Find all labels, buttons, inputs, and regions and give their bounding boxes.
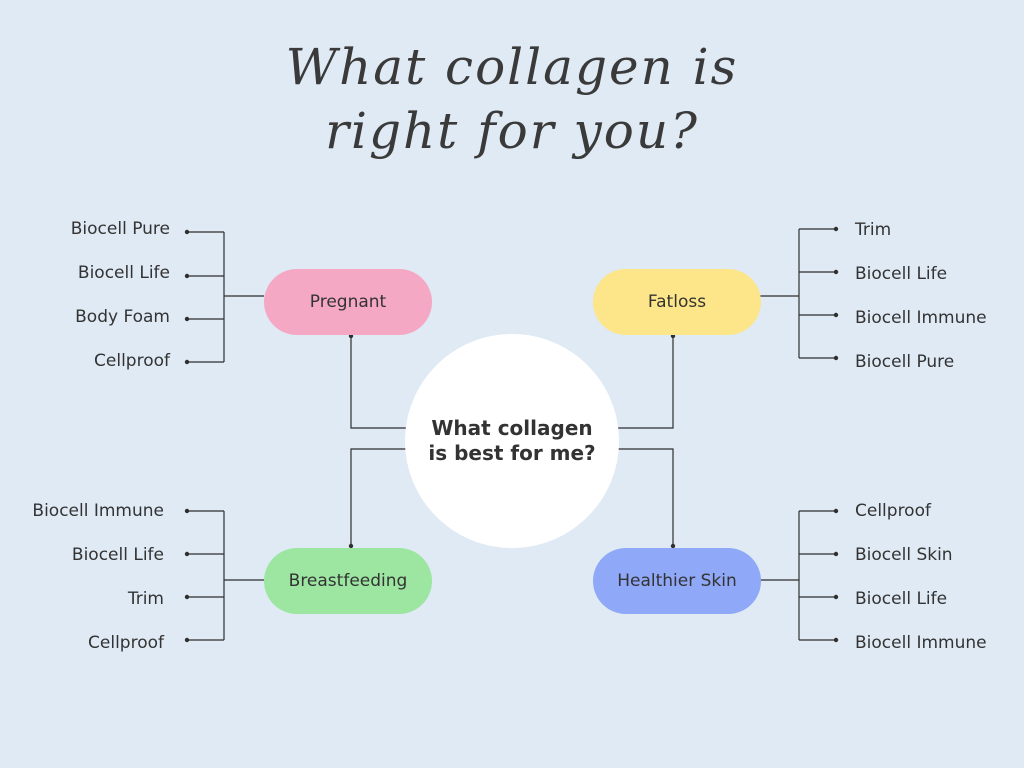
branch-label: Fatloss xyxy=(647,292,707,312)
page-title-line-1: What collagen is xyxy=(285,38,739,96)
leaf-item: Cellproof xyxy=(94,351,170,371)
leaf-item: Biocell Life xyxy=(855,264,948,284)
leaf-item: Biocell Life xyxy=(71,545,164,565)
branch-fatloss: Fatloss xyxy=(593,269,761,335)
connector-dot xyxy=(670,543,676,549)
connector-dot xyxy=(184,551,190,557)
connector-dot xyxy=(348,543,354,549)
connector-dot xyxy=(184,508,190,514)
leaf-item: Biocell Pure xyxy=(855,352,955,372)
connector-dot xyxy=(833,355,839,361)
page-title-line-2: right for you? xyxy=(325,102,699,160)
branch-pregnant: Pregnant xyxy=(264,269,432,335)
leaf-item: Biocell Immune xyxy=(855,633,987,653)
connector-dot xyxy=(833,269,839,275)
central-question-line-1: What collagen xyxy=(431,416,593,440)
branch-healthier-skin: Healthier Skin xyxy=(593,548,761,614)
connector-dot xyxy=(184,594,190,600)
connector-center-healthier-skin xyxy=(617,448,674,546)
leaf-item: Trim xyxy=(127,589,164,609)
leaf-item: Biocell Life xyxy=(855,589,948,609)
branch-breastfeeding: Breastfeeding xyxy=(264,548,432,614)
connector-dot xyxy=(184,229,190,235)
central-question-line-2: is best for me? xyxy=(428,441,596,465)
central-question: What collagen is best for me? xyxy=(405,334,619,548)
connector-dot xyxy=(184,273,190,279)
connector-dot xyxy=(833,508,839,514)
leaf-item: Biocell Immune xyxy=(855,308,987,328)
connector-dot xyxy=(833,226,839,232)
leaf-item: Biocell Skin xyxy=(855,545,953,565)
connector-center-breastfeeding xyxy=(350,448,406,546)
leaf-item: Cellproof xyxy=(88,633,164,653)
leaf-item: Body Foam xyxy=(75,307,170,327)
leaf-item: Biocell Immune xyxy=(32,501,164,521)
branch-label: Healthier Skin xyxy=(617,571,737,591)
connector-dot xyxy=(833,637,839,643)
connector-dot xyxy=(184,359,190,365)
leaf-item: Biocell Life xyxy=(77,263,170,283)
leaf-item: Biocell Pure xyxy=(70,219,170,239)
connector-center-pregnant xyxy=(350,336,406,429)
connector-dot xyxy=(184,316,190,322)
connector-dot xyxy=(184,637,190,643)
branch-label: Pregnant xyxy=(309,292,387,312)
connector-dot xyxy=(833,594,839,600)
branch-label: Breastfeeding xyxy=(288,571,408,591)
connector-dot xyxy=(833,551,839,557)
connector-center-fatloss xyxy=(617,336,674,429)
leaf-item: Trim xyxy=(855,220,892,240)
leaf-item: Cellproof xyxy=(855,501,931,521)
connector-dot xyxy=(833,312,839,318)
